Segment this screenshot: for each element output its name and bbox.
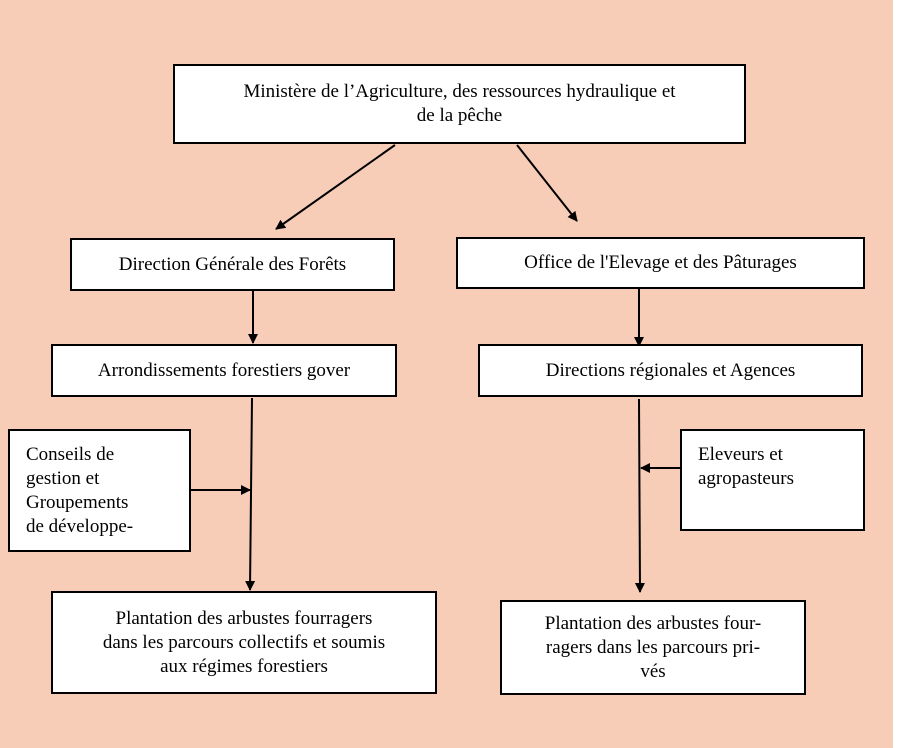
node-plantation-right-label: Plantation des arbustes four- ragers dan… xyxy=(544,612,762,682)
node-arrondissements-label: Arrondissements forestiers gover xyxy=(97,359,351,381)
node-plantation-left-label: Plantation des arbustes fourragers dans … xyxy=(102,607,386,677)
node-conseils-gestion: Conseils de gestion et Groupements de dé… xyxy=(8,429,191,552)
node-plantation-parcours-prives: Plantation des arbustes four- ragers dan… xyxy=(500,600,806,695)
node-dgf-label: Direction Générale des Forêts xyxy=(118,253,347,275)
node-eleveurs-agropasteurs: Eleveurs et agropasteurs xyxy=(680,429,865,531)
node-directions-regionales: Directions régionales et Agences xyxy=(478,344,863,397)
node-ministry: Ministère de l’Agriculture, des ressourc… xyxy=(173,64,746,144)
node-oep-label: Office de l'Elevage et des Pâturages xyxy=(524,252,797,273)
node-office-elevage-paturages: Office de l'Elevage et des Pâturages xyxy=(456,237,865,289)
node-ministry-label: Ministère de l’Agriculture, des ressourc… xyxy=(243,81,676,126)
node-conseils-label: Conseils de gestion et Groupements de dé… xyxy=(26,444,134,537)
node-direction-generale-forets: Direction Générale des Forêts xyxy=(70,238,395,291)
node-arrondissements-forestiers: Arrondissements forestiers gover xyxy=(51,344,397,397)
node-eleveurs-label: Eleveurs et agropasteurs xyxy=(698,444,795,489)
node-plantation-parcours-collectifs: Plantation des arbustes fourragers dans … xyxy=(51,591,437,694)
node-directions-label: Directions régionales et Agences xyxy=(545,359,796,381)
